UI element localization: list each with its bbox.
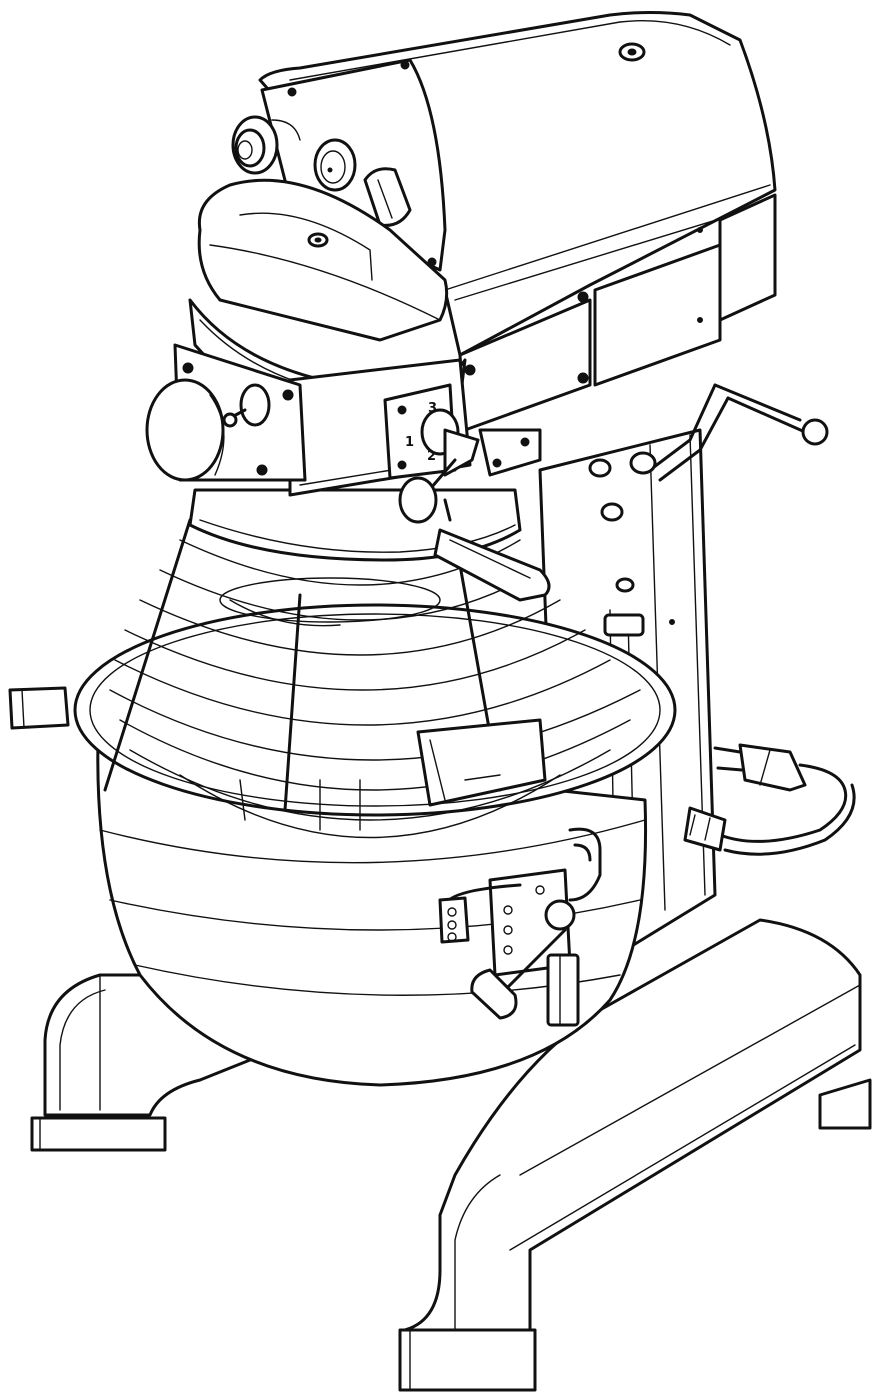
mixer-base: [30, 918, 872, 1392]
bowl-safety-guard: [103, 518, 641, 839]
cord-strain-relief: [683, 806, 727, 852]
bowl-side-handle: [8, 686, 70, 730]
speed-label-1: 1: [405, 435, 414, 450]
ingredient-chute: [416, 718, 547, 807]
attachment-hub-cap: [145, 378, 225, 482]
timer-knob[interactable]: [363, 167, 412, 227]
indicator-light: [313, 138, 357, 192]
power-cord: [683, 743, 856, 856]
speed-label-3: 3: [428, 401, 437, 416]
guard-hinge: [603, 613, 645, 637]
speed-shift-lever[interactable]: [398, 428, 480, 524]
bowl-lift-knob: [470, 968, 518, 1020]
start-stop-button[interactable]: [231, 115, 301, 175]
attachment-hub: [145, 343, 307, 482]
guard-release-handle[interactable]: [433, 498, 551, 602]
column-rivet: [669, 619, 675, 625]
crank-mount-plate: [478, 428, 542, 477]
bowl-lock-tab: [438, 896, 470, 944]
bowl-lift-crank[interactable]: [478, 383, 829, 482]
column-bolts: [588, 458, 635, 593]
front-foot-pad: [398, 1328, 537, 1392]
left-rear-foot-pad: [30, 1116, 167, 1152]
bowl-lift-bracket: [438, 827, 602, 1027]
speed-label-2: 2: [427, 449, 436, 464]
power-plug: [738, 743, 807, 792]
crank-handle-grip: [801, 418, 829, 446]
right-rear-foot-pad: [818, 1078, 872, 1130]
hub-thumb-screw[interactable]: [222, 383, 271, 428]
speed-selector: 1 2 3: [383, 383, 480, 524]
